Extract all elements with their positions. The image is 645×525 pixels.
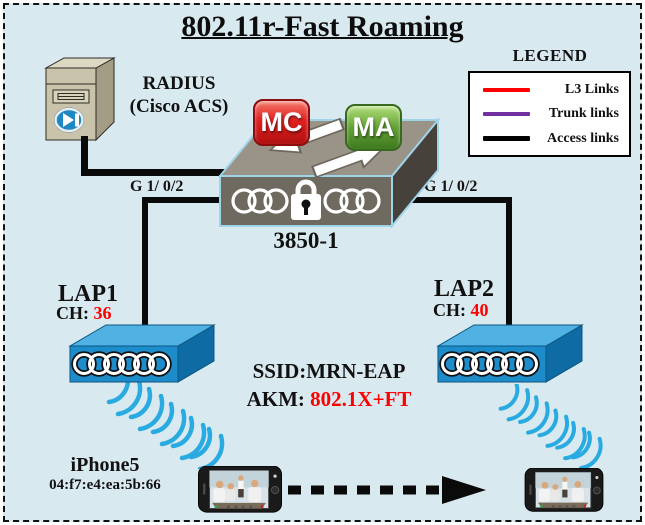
access-link-line-sample	[483, 136, 530, 141]
client-name: iPhone5	[70, 454, 140, 476]
channel-value: 40	[470, 300, 489, 320]
lap1-name: LAP1	[58, 281, 118, 307]
akm-label: AKM:	[246, 387, 305, 412]
mc-badge: MC	[253, 99, 310, 146]
server-tower-icon	[44, 57, 116, 142]
wlan-info: SSID:MRN-EAP AKM: 802.1X+FT	[224, 357, 434, 414]
akm-value: 802.1X+FT	[310, 387, 412, 412]
wlan-ssid: SSID:MRN-EAP	[252, 359, 406, 383]
legend-item: L3 Links	[470, 82, 629, 98]
lap2-name: LAP2	[434, 276, 494, 302]
legend-title: LEGEND	[512, 46, 588, 65]
port-label-right: G 1/ 0/2	[424, 178, 478, 195]
trunk-link-line-sample	[483, 112, 530, 116]
legend-item-label: Trunk links	[548, 106, 619, 121]
lap1-channel: CH: 36	[56, 303, 112, 324]
iphone-icon	[198, 466, 282, 513]
wireless-waves-right-icon	[498, 384, 603, 468]
lock-icon	[291, 179, 321, 220]
link-lap1-vertical	[142, 197, 148, 333]
iphone-icon	[524, 468, 604, 512]
access-point-lap1-icon	[68, 324, 216, 383]
cisco-3850-switch-icon	[217, 111, 441, 229]
lap2-channel: CH: 40	[433, 300, 489, 321]
diagram-title: 802.11r-Fast Roaming	[181, 10, 464, 43]
link-lap1-horizontal	[145, 197, 227, 203]
legend-item: Access links	[470, 131, 629, 147]
channel-label: CH:	[56, 303, 89, 323]
legend-item-label: L3 Links	[564, 81, 619, 97]
radius-subname: (Cisco ACS)	[129, 95, 229, 117]
link-radius-horizontal	[81, 169, 227, 176]
link-radius-vertical	[81, 136, 88, 176]
wlan-akm: AKM: 802.1X+FT	[224, 385, 434, 413]
client-mac: 04:f7:e4:ea:5b:66	[49, 477, 161, 493]
legend-box: L3 Links Trunk links Access links	[468, 71, 631, 157]
port-label-left: G 1/ 0/2	[130, 178, 184, 195]
link-lap2-vertical	[506, 197, 512, 333]
legend-item-label: Access links	[547, 130, 619, 146]
channel-value: 36	[93, 303, 112, 323]
radius-name: RADIUS	[142, 73, 216, 94]
access-point-lap2-icon	[436, 324, 584, 383]
roam-arrow-icon	[288, 476, 486, 504]
switch-name: 3850-1	[273, 228, 339, 253]
client-label: iPhone5 04:f7:e4:ea:5b:66	[25, 454, 185, 494]
link-lap2-horizontal	[394, 197, 512, 203]
legend-item: Trunk links	[470, 106, 629, 122]
ma-badge: MA	[345, 104, 402, 151]
l3-link-line-sample	[483, 87, 530, 92]
radius-server-label: RADIUS (Cisco ACS)	[110, 73, 248, 119]
stack-rings-icon	[231, 188, 381, 214]
channel-label: CH:	[433, 300, 466, 320]
